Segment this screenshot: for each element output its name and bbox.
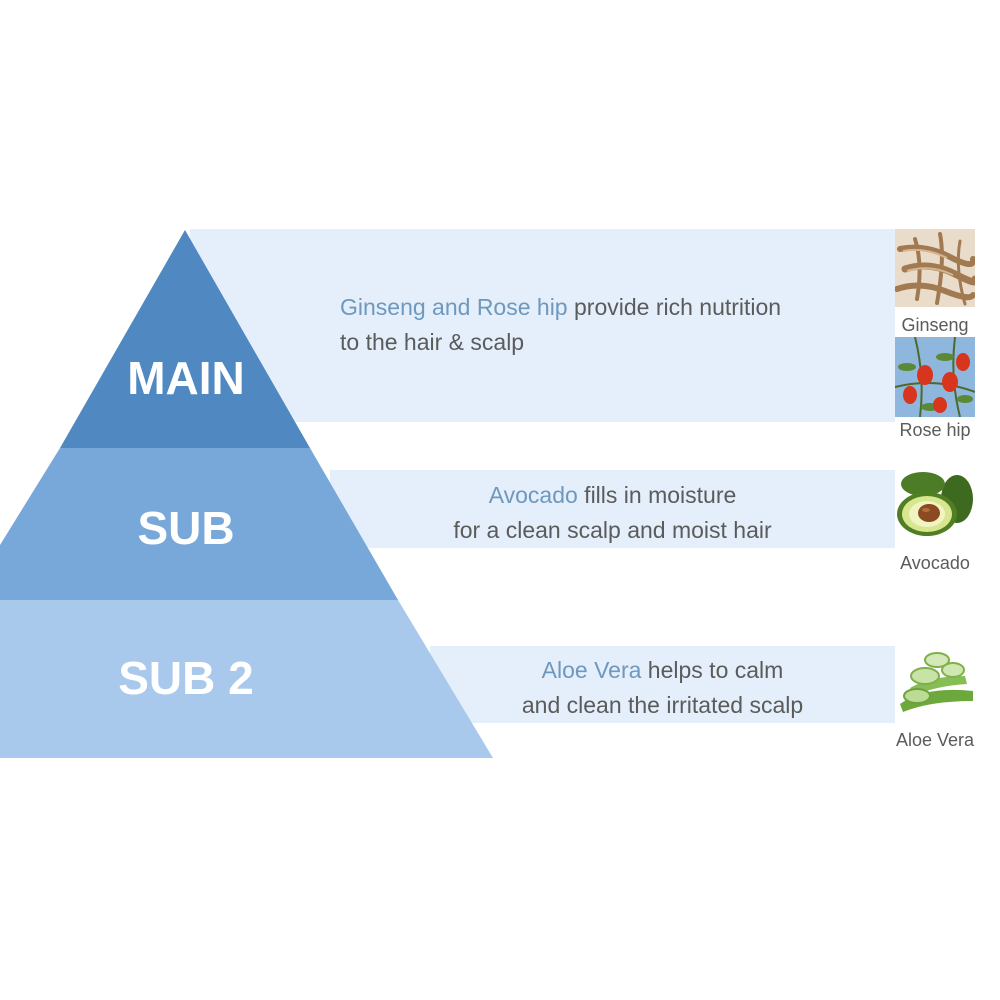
ginseng-image (895, 229, 975, 307)
pyramid-tier-main (60, 230, 310, 448)
sub2-line2: and clean the irritated scalp (521, 692, 804, 718)
ginseng-caption: Ginseng (901, 315, 969, 335)
sub-description: Avocado fills in moisture for a clean sc… (330, 478, 895, 548)
sub2-band (430, 646, 895, 723)
pyramid-tier-sub2 (0, 600, 493, 758)
main-description: Ginseng and Rose hip provide rich nutrit… (340, 290, 781, 360)
rosehip-caption: Rose hip (899, 420, 971, 440)
main-highlight: Ginseng and Rose hip (340, 294, 568, 320)
tier-label-sub: SUB (137, 502, 235, 554)
avocado-caption: Avocado (900, 553, 970, 573)
avocado-image (895, 469, 975, 549)
rosehip-image (895, 337, 975, 417)
sub-highlight: Avocado (488, 482, 578, 508)
tier-label-main: MAIN (127, 352, 245, 404)
sub2-line1-rest: helps to calm (641, 657, 784, 683)
main-line1-rest: provide rich nutrition (567, 294, 782, 320)
aloe-vera-caption: Aloe Vera (895, 730, 975, 750)
sub-band (330, 470, 895, 548)
main-line2: to the hair & scalp (340, 329, 525, 355)
sub2-highlight: Aloe Vera (541, 657, 642, 683)
pyramid-tier-sub (0, 448, 398, 600)
main-band (190, 229, 895, 422)
sub2-description: Aloe Vera helps to calm and clean the ir… (430, 653, 895, 723)
tier-label-sub2: SUB 2 (118, 652, 254, 704)
aloe-vera-image (895, 646, 975, 724)
sub-line2: for a clean scalp and moist hair (453, 517, 772, 543)
sub-line1-rest: fills in moisture (577, 482, 737, 508)
